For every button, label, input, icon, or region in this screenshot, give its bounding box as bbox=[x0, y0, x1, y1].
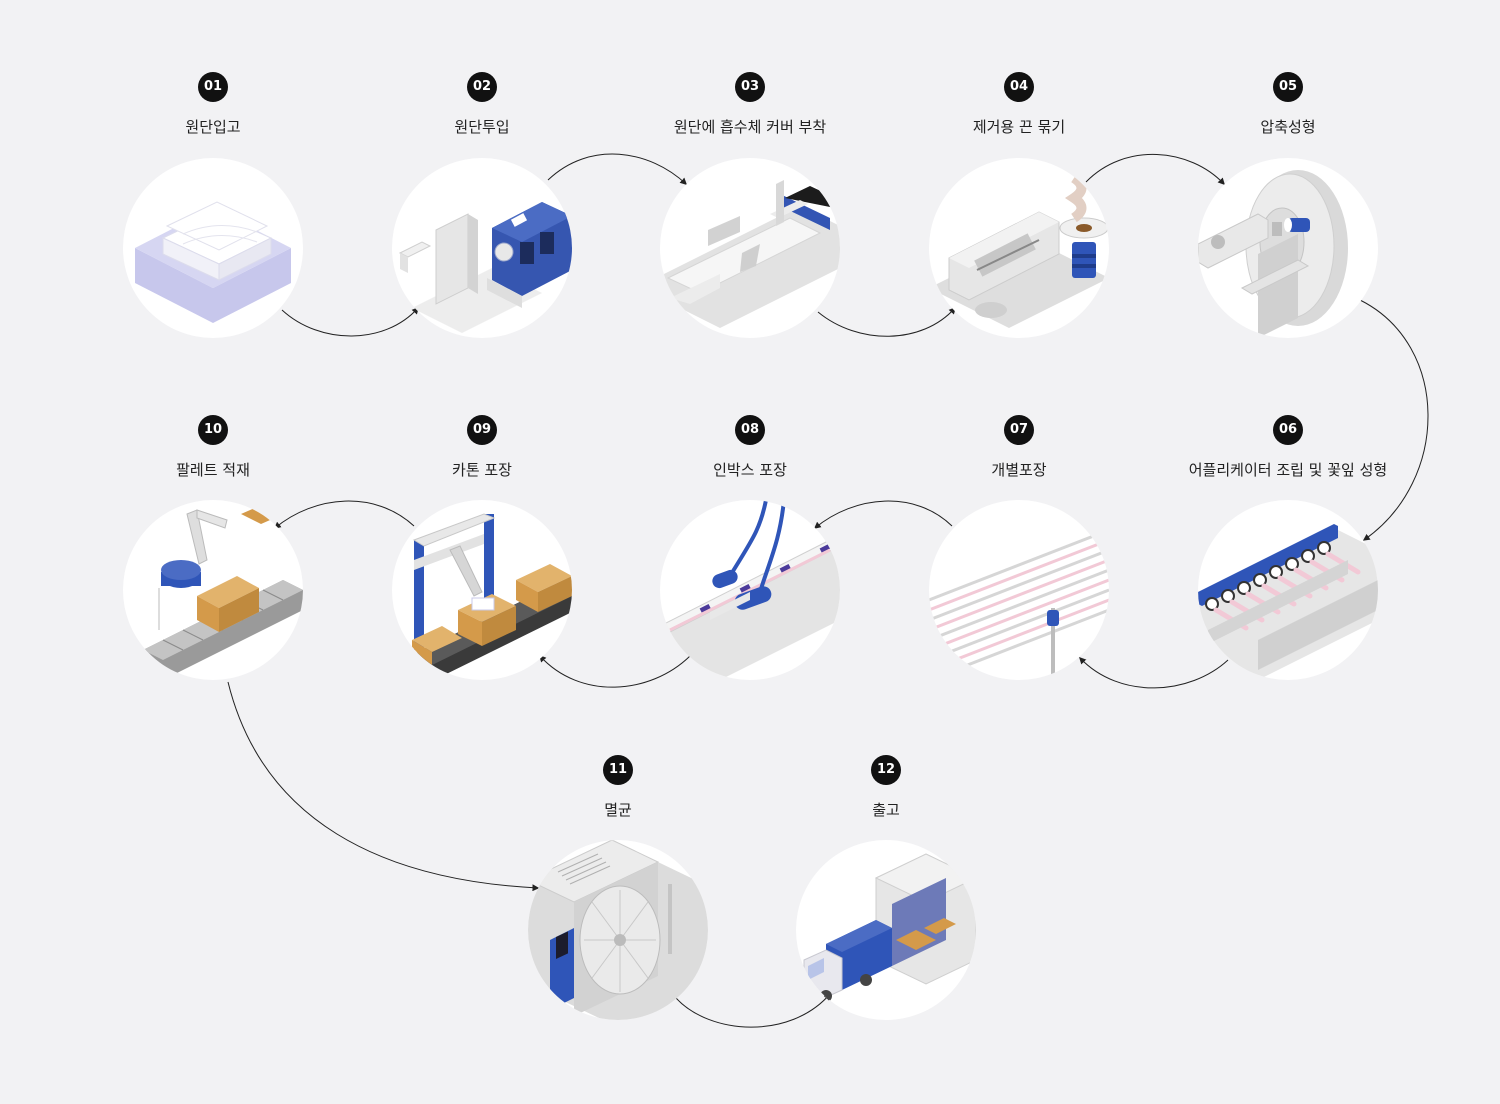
step-08-header: 08 인박스 포장 bbox=[630, 415, 870, 480]
step-number-badge: 09 bbox=[467, 415, 497, 445]
step-label: 원단투입 bbox=[454, 118, 510, 136]
step-11-header: 11 멸균 bbox=[498, 755, 738, 820]
step-number-badge: 03 bbox=[735, 72, 765, 102]
step-number-badge: 04 bbox=[1004, 72, 1034, 102]
step-label: 멸균 bbox=[604, 801, 632, 819]
step-07-header: 07 개별포장 bbox=[899, 415, 1139, 480]
step-06-header: 06 어플리케이터 조립 및 꽃잎 성형 bbox=[1168, 415, 1408, 480]
step-02-illustration bbox=[392, 158, 572, 338]
step-06-illustration bbox=[1198, 500, 1378, 680]
step-number-badge: 06 bbox=[1273, 415, 1303, 445]
step-08-illustration bbox=[660, 500, 840, 680]
step-05-illustration bbox=[1198, 158, 1378, 338]
step-number-badge: 10 bbox=[198, 415, 228, 445]
step-01-header: 01 원단입고 bbox=[93, 72, 333, 137]
step-12-header: 12 출고 bbox=[766, 755, 1006, 820]
arrow-10-11 bbox=[227, 681, 540, 892]
step-12-illustration bbox=[796, 840, 976, 1020]
step-number-badge: 05 bbox=[1273, 72, 1303, 102]
step-number-badge: 07 bbox=[1004, 415, 1034, 445]
step-09-illustration bbox=[392, 500, 572, 680]
step-label: 제거용 끈 묶기 bbox=[972, 118, 1066, 136]
step-label: 압축성형 bbox=[1260, 118, 1316, 136]
step-number-badge: 12 bbox=[871, 755, 901, 785]
step-label: 개별포장 bbox=[991, 461, 1047, 479]
step-10-illustration bbox=[123, 500, 303, 680]
step-label: 인박스 포장 bbox=[713, 461, 787, 479]
step-05-header: 05 압축성형 bbox=[1168, 72, 1408, 137]
step-label: 팔레트 적재 bbox=[176, 461, 250, 479]
step-number-badge: 01 bbox=[198, 72, 228, 102]
step-01-illustration bbox=[123, 158, 303, 338]
step-02-header: 02 원단투입 bbox=[362, 72, 602, 137]
step-label: 원단에 흡수체 커버 부착 bbox=[673, 118, 827, 136]
step-07-illustration bbox=[929, 500, 1109, 680]
step-09-header: 09 카톤 포장 bbox=[362, 415, 602, 480]
step-label: 출고 bbox=[872, 801, 900, 819]
step-label: 어플리케이터 조립 및 꽃잎 성형 bbox=[1188, 461, 1388, 479]
step-label: 원단입고 bbox=[185, 118, 241, 136]
step-11-illustration bbox=[528, 840, 708, 1020]
step-04-header: 04 제거용 끈 묶기 bbox=[899, 72, 1139, 137]
step-number-badge: 11 bbox=[603, 755, 633, 785]
step-03-header: 03 원단에 흡수체 커버 부착 bbox=[630, 72, 870, 137]
step-04-illustration bbox=[929, 158, 1109, 338]
step-03-illustration bbox=[660, 158, 840, 338]
step-10-header: 10 팔레트 적재 bbox=[93, 415, 333, 480]
step-number-badge: 02 bbox=[467, 72, 497, 102]
step-number-badge: 08 bbox=[735, 415, 765, 445]
step-label: 카톤 포장 bbox=[452, 461, 512, 479]
